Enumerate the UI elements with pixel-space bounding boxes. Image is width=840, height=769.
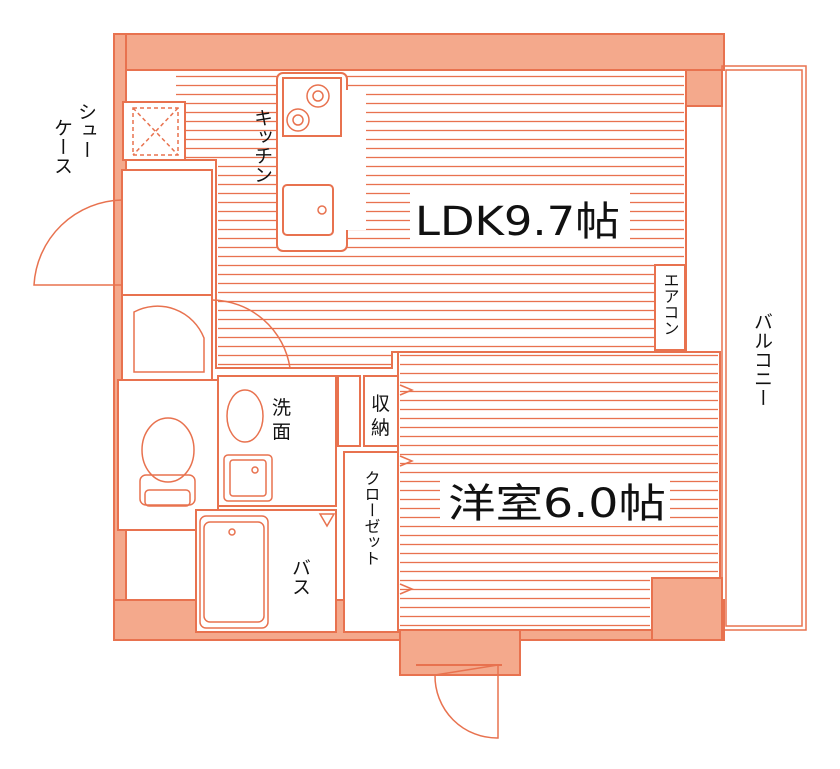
entry-area: [33, 101, 291, 381]
balcony-text: バルコニー: [751, 312, 773, 407]
shoes-case-text-2: ケース: [51, 118, 73, 175]
bath-room: [195, 509, 337, 633]
kitchen-text: キッチン: [251, 108, 273, 184]
closet-label: クローゼット: [362, 470, 381, 566]
kitchen-counter: [276, 72, 366, 252]
washroom-label-2: 面: [272, 421, 291, 443]
western-room: [397, 351, 721, 631]
toilet-room: [117, 379, 219, 531]
storage-label-2: 納: [371, 417, 390, 439]
aircon-box: [654, 264, 686, 351]
washroom: [217, 375, 361, 507]
aircon-label: エアコン: [661, 272, 680, 336]
kitchen-label: キッチン: [251, 108, 273, 184]
western-room-label: 洋室6.0帖: [448, 481, 666, 527]
storage-closet: [343, 375, 399, 633]
balcony-label: バルコニー: [751, 312, 773, 407]
shoes-case-text-1: シュー: [75, 102, 97, 159]
bath-text: バス: [289, 558, 311, 596]
balcony: [721, 65, 807, 631]
storage-label-1: 収: [371, 393, 390, 415]
entrance-door: [416, 664, 502, 739]
closet-text: クローゼット: [362, 470, 381, 566]
ldk-label: LDK9.7帖: [415, 199, 620, 245]
washroom-label-1: 洗: [272, 397, 291, 419]
aircon-text: エアコン: [661, 272, 680, 336]
shoes-case-label: シュー ケース: [51, 102, 97, 175]
bath-label: バス: [289, 558, 311, 596]
